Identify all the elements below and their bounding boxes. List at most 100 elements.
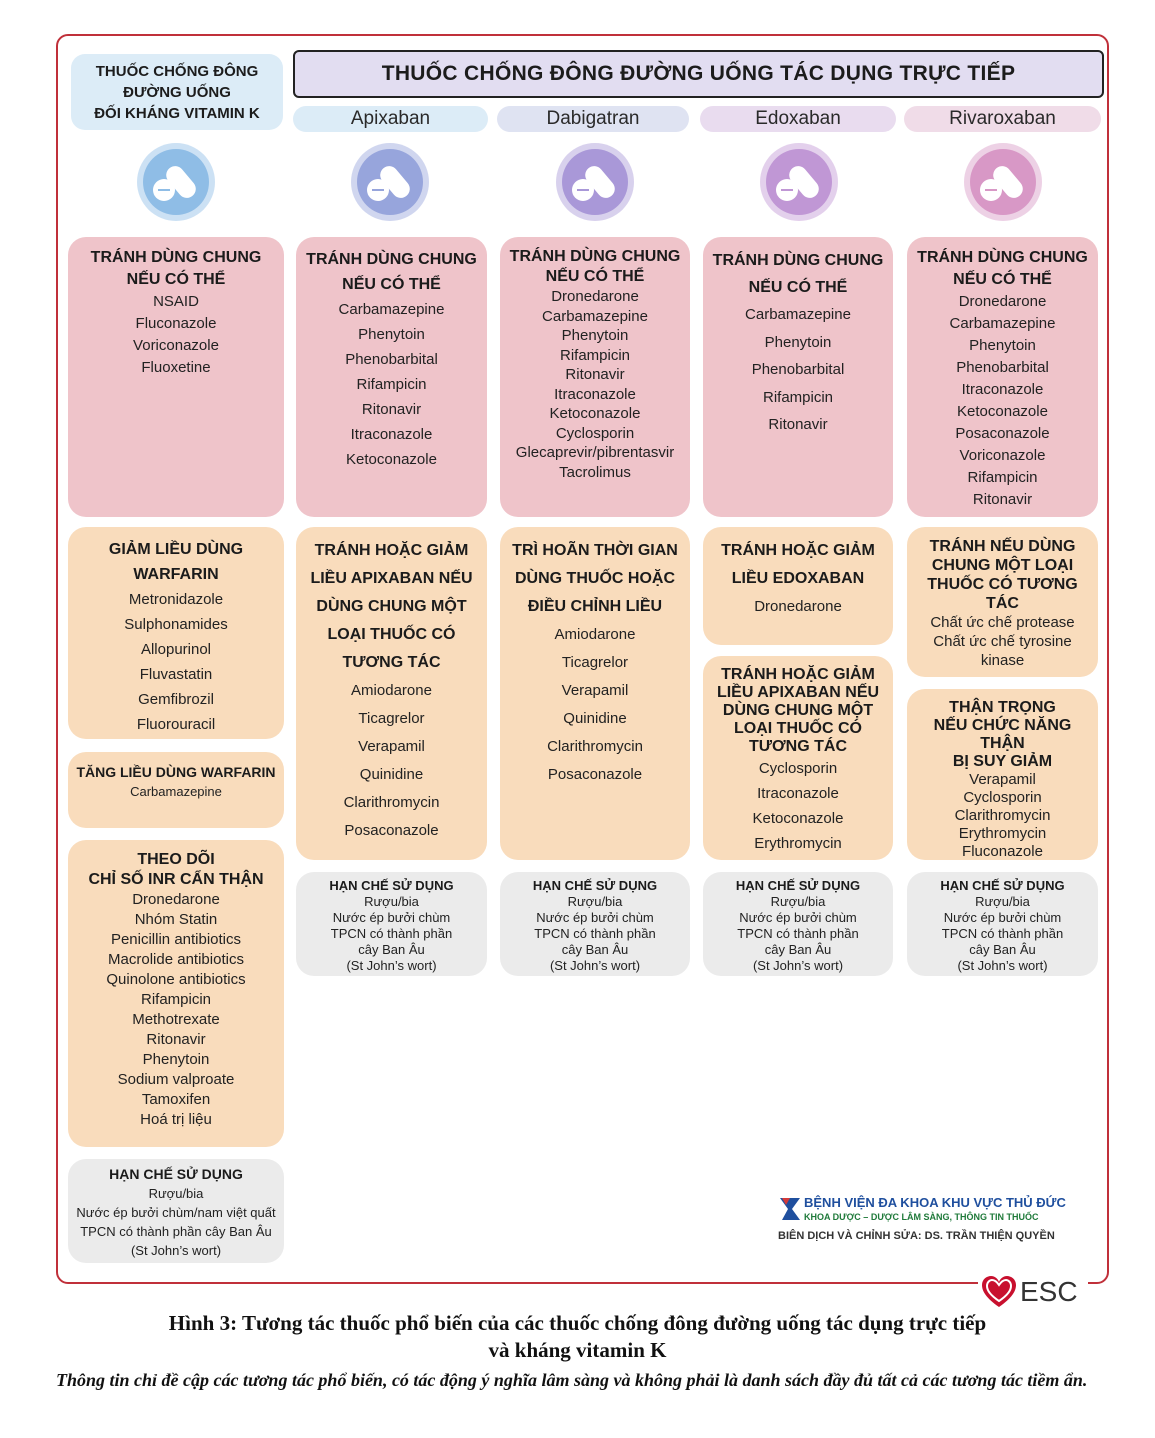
drug-item: Rượu/bia — [975, 894, 1030, 909]
drug-item: Chất ức chế protease — [930, 614, 1075, 631]
drug-item: Gemfibrozil — [138, 691, 214, 708]
drug-item: NSAID — [153, 293, 199, 310]
drug-item: TPCN có thành phần cây Ban Âu — [80, 1224, 272, 1239]
figure-note: Thông tin chỉ đề cập các tương tác phổ b… — [56, 1370, 1088, 1390]
drug-item: Cyclosporin — [555, 424, 635, 442]
drug-item: Macrolide antibiotics — [108, 951, 244, 968]
drug-item: Dronedarone — [551, 288, 639, 305]
doac-title: THUỐC CHỐNG ĐÔNG ĐƯỜNG UỐNG TÁC DỤNG TRỰ… — [293, 50, 1104, 98]
drug-item: Ritonavir — [768, 416, 828, 433]
drug-item: Methotrexate — [132, 1011, 220, 1028]
drug-item: (St John’s wort) — [957, 958, 1048, 973]
box-heading: TRÌ HOÃN THỜI GIAN DÙNG THUỐC HOẶC ĐIỀU … — [512, 542, 678, 615]
esc-heart-icon — [982, 1276, 1016, 1307]
box-heading: TRÁNH DÙNG CHUNG NẾU CÓ THỂ — [712, 252, 884, 296]
drug-item: TPCN có thành phần — [941, 926, 1064, 941]
drug-item: Itraconazole — [350, 426, 433, 443]
drug-item: Glecaprevir/pibrentasvir — [515, 444, 675, 461]
box-heading: HẠN CHẾ SỬ DỤNG — [940, 878, 1065, 893]
pill-icon — [555, 142, 635, 222]
drug-item: kinase — [980, 652, 1025, 669]
drug-item: cây Ban Âu — [764, 942, 832, 957]
box-heading: TRÁNH HOẶC GIẢM LIỀU APIXABAN NẾU DÙNG C… — [716, 666, 880, 755]
drug-item: Phenobarbital — [345, 351, 438, 368]
pill-icon — [759, 142, 839, 222]
pill-icon — [350, 142, 430, 222]
interaction-box-adjust: TRÁNH HOẶC GIẢM LIỀU APIXABAN NẾU DÙNG C… — [296, 527, 487, 860]
drug-item: Ketoconazole — [957, 403, 1048, 420]
drug-item: Penicillin antibiotics — [110, 931, 242, 948]
box-heading: TRÁNH NẾU DÙNG CHUNG MỘT LOẠI THUỐC CÓ T… — [927, 538, 1078, 612]
drug-item: Carbamazepine — [130, 784, 222, 799]
drug-item: (St John’s wort) — [752, 958, 844, 973]
drug-item: TPCN có thành phần — [330, 926, 453, 941]
box-heading: HẠN CHẾ SỬ DỤNG — [329, 878, 454, 893]
drug-item: Itraconazole — [757, 785, 839, 802]
drug-item: Phenobarbital — [751, 361, 845, 378]
drug-item: (St John’s wort) — [346, 958, 437, 973]
pill-icon — [136, 142, 216, 222]
pill-icon — [963, 142, 1043, 222]
drug-item: cây Ban Âu — [561, 942, 629, 957]
drug-item: Clarithromycin — [343, 794, 440, 811]
drug-item: Nước ép bưởi chùm — [332, 910, 451, 925]
hospital-logo: BỆNH VIỆN ĐA KHOA KHU VỰC THỦ ĐỨC KHOA D… — [778, 1193, 1078, 1253]
drug-header-rivaroxaban: Rivaroxaban — [904, 106, 1101, 132]
drug-item: Sulphonamides — [124, 616, 228, 633]
interaction-box-avoid: TRÁNH DÙNG CHUNG NẾU CÓ THỂ Carbamazepine… — [703, 237, 893, 517]
drug-item: Phenytoin — [142, 1051, 210, 1068]
figure-caption: Hình 3: Tương tác thuốc phổ biến của các… — [168, 1311, 987, 1362]
drug-item: Posaconazole — [547, 766, 643, 783]
drug-item: Ritonavir — [972, 491, 1033, 508]
drug-item: Nước ép bưởi chùm — [739, 910, 857, 925]
translator-credit: BIÊN DỊCH VÀ CHỈNH SỬA: DS. TRẦN THIỆN Q… — [778, 1230, 1055, 1242]
drug-item: Rượu/bia — [148, 1186, 204, 1201]
drug-item: Ritonavir — [361, 401, 422, 418]
drug-item: TPCN có thành phần — [737, 926, 859, 941]
drug-item: Nhóm Statin — [134, 911, 218, 928]
drug-item: Carbamazepine — [338, 301, 445, 318]
drug-item: Dronedarone — [132, 891, 220, 908]
drug-item: Quinidine — [563, 710, 627, 727]
box-heading: HẠN CHẾ SỬ DỤNG — [532, 878, 658, 893]
box-heading: TRÁNH DÙNG CHUNG NẾU CÓ THỂ — [509, 248, 681, 285]
drug-item: Erythromycin — [958, 825, 1047, 842]
interaction-box-adjust: TRÌ HOÃN THỜI GIAN DÙNG THUỐC HOẶC ĐIỀU … — [500, 527, 690, 860]
box-heading: TRÁNH DÙNG CHUNG NẾU CÓ THỂ — [90, 249, 262, 288]
drug-item: Voriconazole — [133, 337, 219, 354]
drug-item: Carbamazepine — [745, 306, 851, 323]
drug-item: Rifampicin — [356, 376, 427, 393]
drug-item: Phenytoin — [764, 333, 832, 351]
drug-item: Rifampicin — [140, 991, 212, 1008]
drug-item: Dronedarone — [958, 293, 1047, 310]
drug-item: Itraconazole — [554, 385, 636, 403]
drug-item: Ritonavir — [146, 1031, 206, 1048]
drug-item: (St John’s wort) — [549, 958, 641, 973]
drug-item: Fluvastatin — [139, 666, 213, 683]
drug-item: Ketoconazole — [346, 451, 437, 468]
drug-item: Fluorouracil — [136, 716, 216, 733]
interaction-box-adjust: TRÁNH HOẶC GIẢM LIỀU APIXABAN NẾU DÙNG C… — [703, 656, 893, 860]
drug-item: Amiodarone — [554, 626, 636, 643]
drug-item: Clarithromycin — [547, 738, 643, 755]
drug-item: Verapamil — [358, 738, 425, 755]
figure-frame — [56, 34, 1109, 1284]
drug-item: Fluoxetine — [141, 359, 211, 376]
drug-item: Ketoconazole — [752, 810, 844, 827]
drug-item: Ketoconazole — [549, 405, 641, 422]
esc-label: ESC — [1020, 1276, 1078, 1307]
drug-item: TPCN có thành phần — [534, 926, 656, 941]
drug-item: Quinolone antibiotics — [106, 971, 246, 988]
drug-item: Rifampicin — [967, 469, 1038, 486]
interaction-box-adjust: TRÁNH NẾU DÙNG CHUNG MỘT LOẠI THUỐC CÓ T… — [907, 527, 1098, 677]
drug-item: Cyclosporin — [963, 789, 1042, 806]
